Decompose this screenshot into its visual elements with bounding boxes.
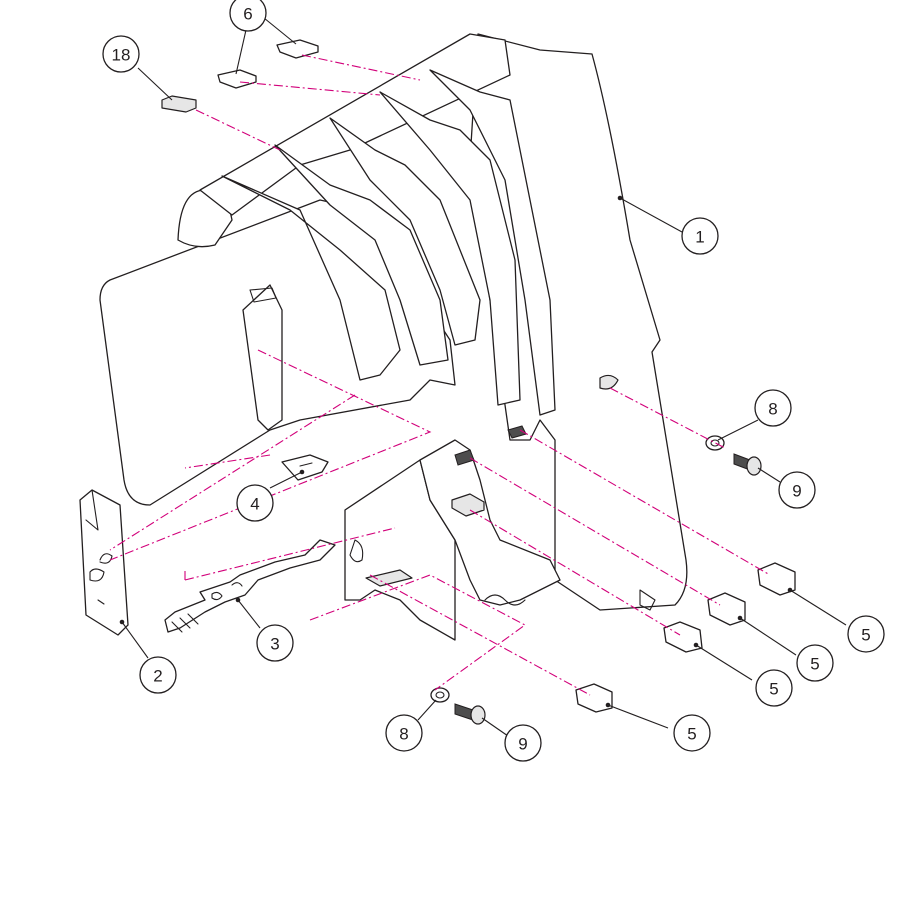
callout-8a-label: 8 bbox=[768, 400, 777, 419]
callout-3: 3 bbox=[256, 624, 294, 662]
callout-3-label: 3 bbox=[270, 635, 279, 654]
callout-2-label: 2 bbox=[153, 667, 162, 686]
callout-5c: 5 bbox=[755, 669, 793, 707]
assembly-centerlines bbox=[109, 54, 771, 696]
part-4-clip bbox=[281, 454, 329, 481]
part-8-washers bbox=[430, 435, 725, 703]
part-3-lever bbox=[164, 539, 336, 633]
part-6-clips bbox=[217, 39, 319, 89]
callout-6: 6 bbox=[229, 0, 267, 32]
callout-2: 2 bbox=[139, 656, 177, 694]
callout-1-label: 1 bbox=[695, 228, 704, 247]
callout-5a: 5 bbox=[847, 615, 885, 653]
callout-5c-label: 5 bbox=[769, 680, 778, 699]
callout-1: 1 bbox=[681, 217, 719, 255]
callout-18-label: 18 bbox=[112, 46, 131, 65]
part-9-screws bbox=[454, 453, 762, 725]
callout-9a-label: 9 bbox=[792, 482, 801, 501]
part-5-clips bbox=[575, 562, 796, 713]
callout-8b: 8 bbox=[385, 714, 423, 752]
callout-5a-label: 5 bbox=[861, 626, 870, 645]
callout-9b: 9 bbox=[504, 724, 542, 762]
callout-8a: 8 bbox=[754, 389, 792, 427]
callout-5d-label: 5 bbox=[687, 725, 696, 744]
callout-18: 18 bbox=[102, 35, 140, 73]
callout-6-label: 6 bbox=[243, 5, 252, 24]
callout-9a: 9 bbox=[778, 471, 816, 509]
callout-5b-label: 5 bbox=[810, 655, 819, 674]
callout-5d: 5 bbox=[673, 714, 711, 752]
callout-4-label: 4 bbox=[250, 495, 259, 514]
callout-9b-label: 9 bbox=[518, 735, 527, 754]
callout-5b: 5 bbox=[796, 644, 834, 682]
callout-4: 4 bbox=[236, 484, 274, 522]
part-1-housing bbox=[99, 33, 688, 641]
leader-lines bbox=[119, 17, 847, 737]
part-18-pad bbox=[161, 95, 197, 113]
part-2-side-bracket bbox=[79, 489, 129, 636]
callout-8b-label: 8 bbox=[399, 725, 408, 744]
